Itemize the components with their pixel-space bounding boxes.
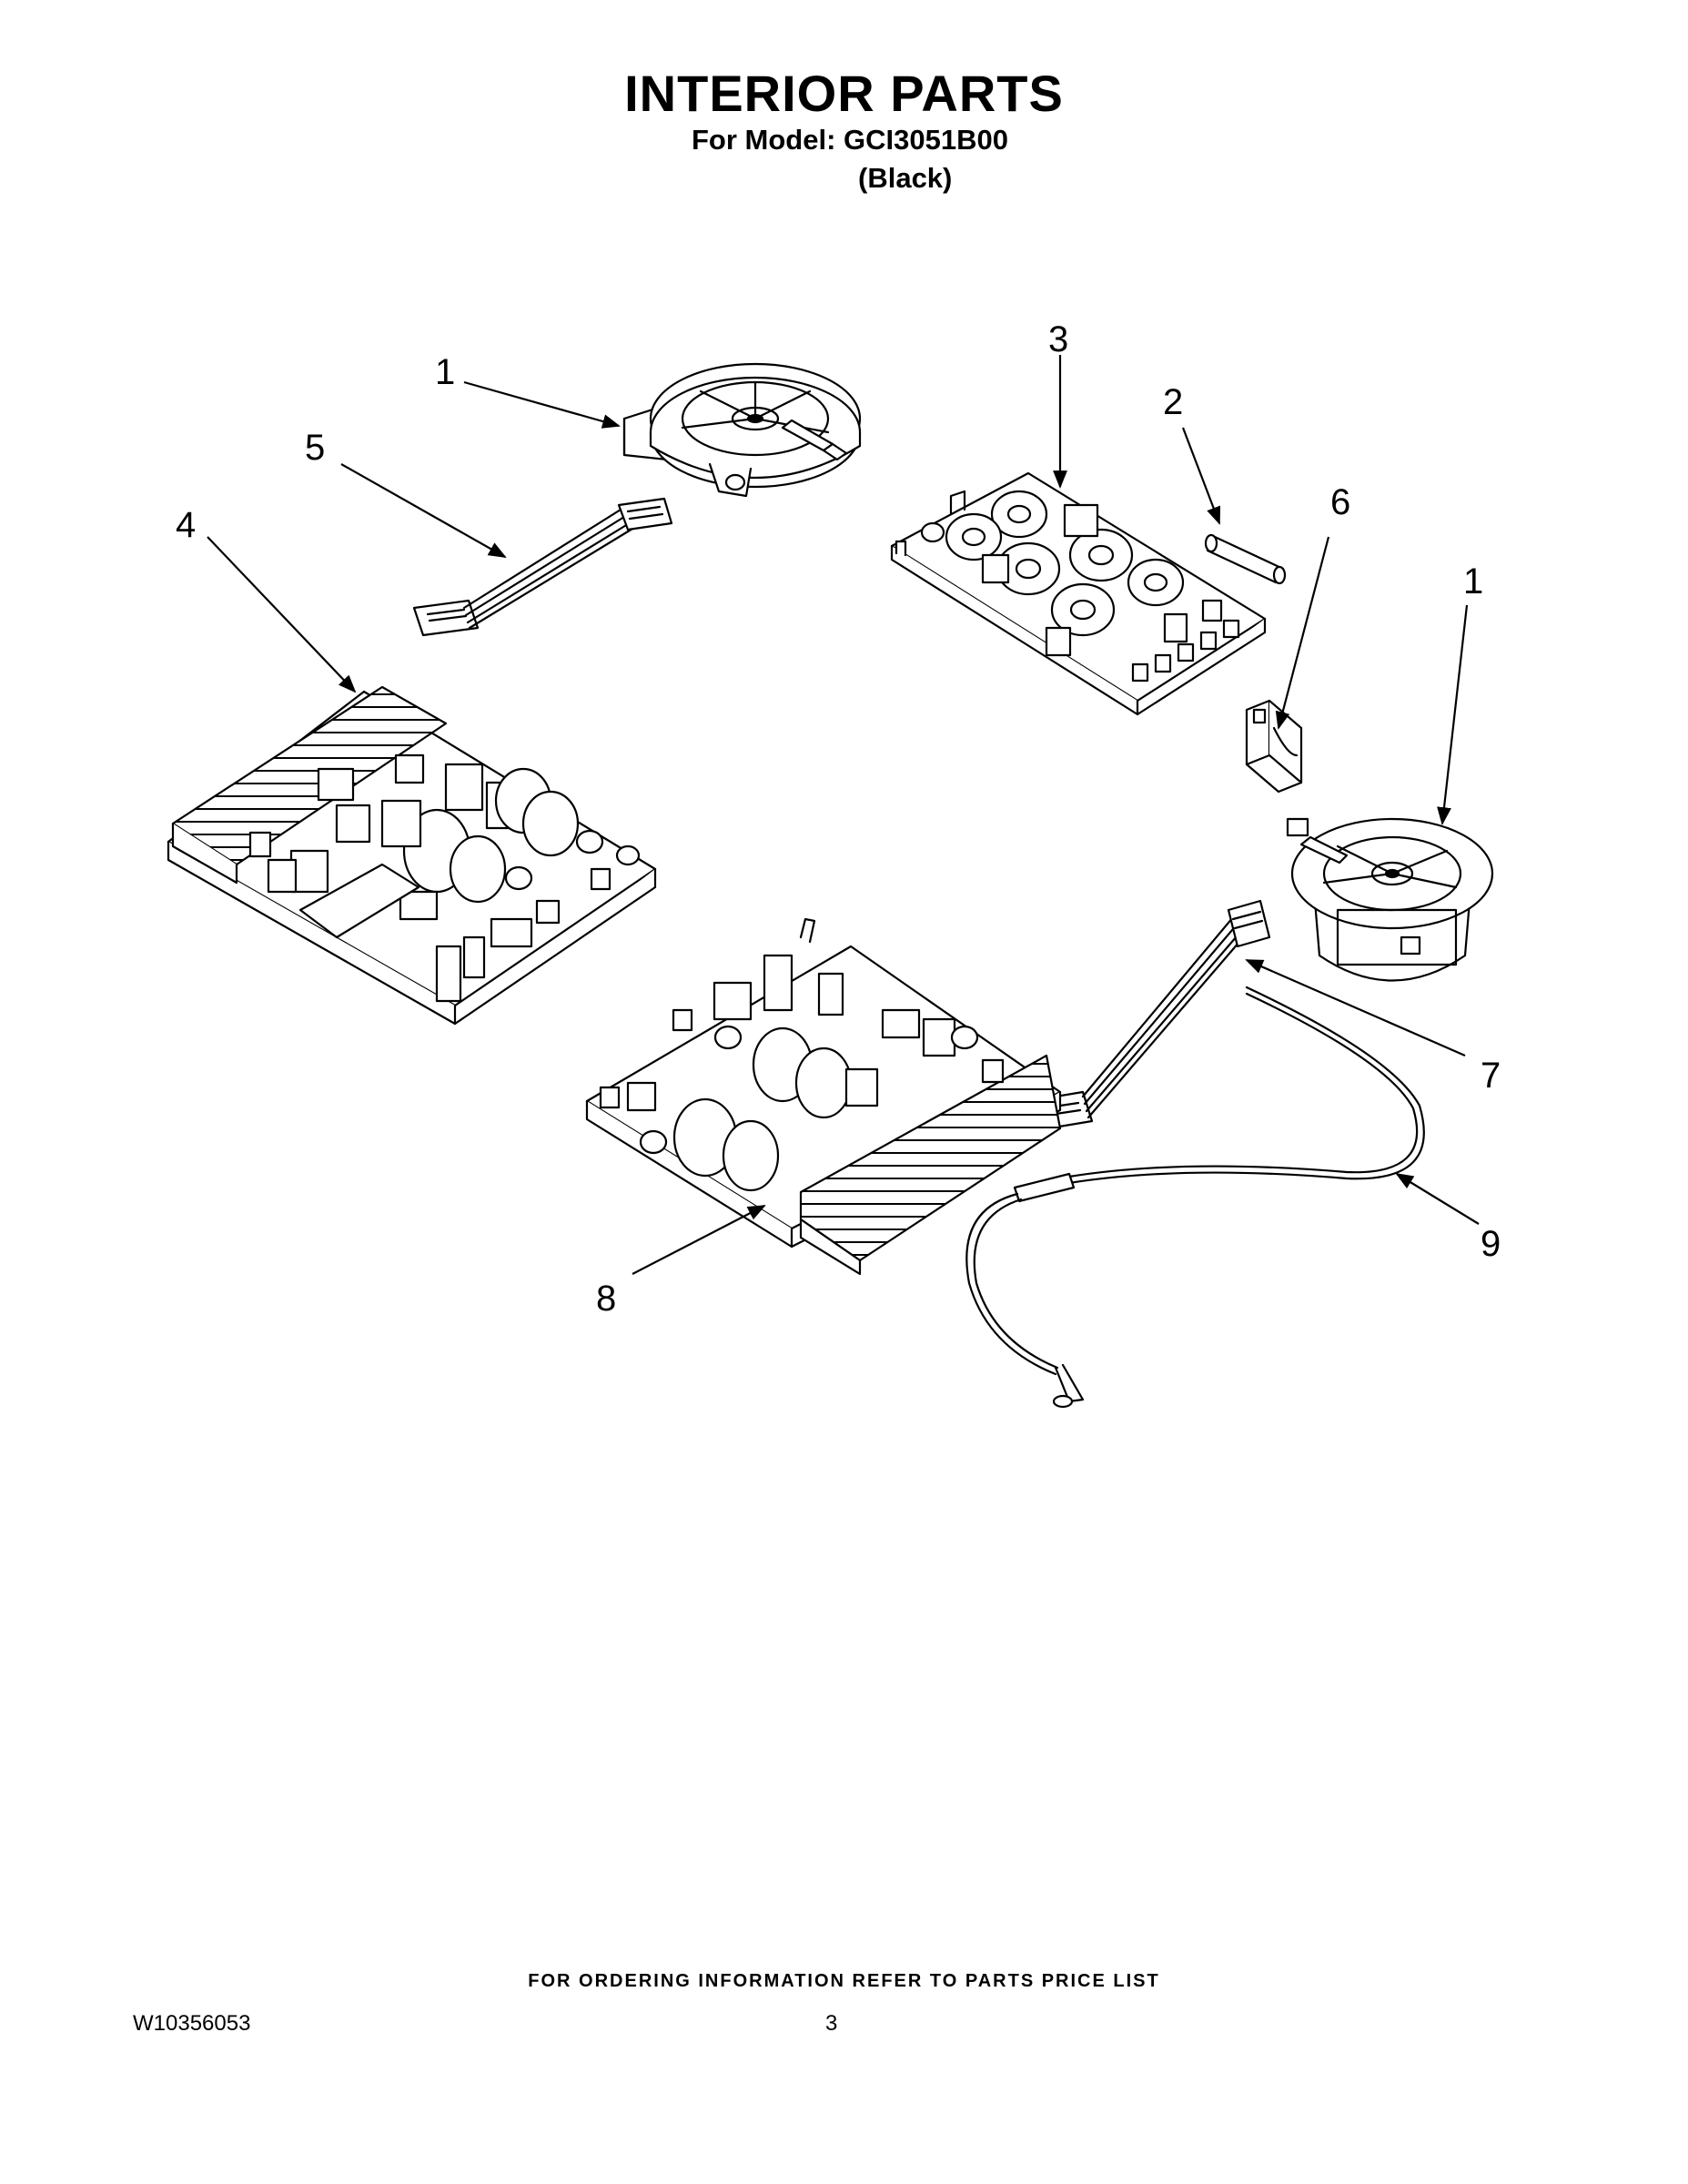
page-title: INTERIOR PARTS — [624, 65, 1064, 122]
power-board-lower — [585, 917, 1062, 1276]
model-color: (Black) — [858, 162, 953, 194]
fan-blower-right — [1286, 817, 1494, 982]
temperature-sensor — [965, 986, 1425, 1409]
document-number: W10356053 — [133, 2011, 251, 2036]
fan-blower-top — [622, 362, 862, 498]
page-number: 3 — [825, 2011, 838, 2036]
mounting-clip — [1245, 699, 1303, 794]
wire-harness-lower — [1026, 899, 1271, 1132]
model-line: For Model: GCI3051B00 — [692, 124, 1008, 156]
fuse — [1204, 533, 1287, 585]
callout-5: 5 — [305, 428, 325, 468]
callout-1-right: 1 — [1463, 561, 1483, 602]
callout-7: 7 — [1481, 1056, 1501, 1096]
callout-6: 6 — [1330, 482, 1350, 522]
callout-3: 3 — [1048, 319, 1068, 359]
callout-2: 2 — [1163, 382, 1183, 422]
callout-9: 9 — [1481, 1224, 1501, 1264]
filter-board — [890, 471, 1267, 716]
callout-1-top: 1 — [435, 352, 455, 392]
main-control-board-left — [167, 685, 657, 1026]
callout-4: 4 — [176, 505, 196, 545]
callout-8: 8 — [596, 1279, 616, 1319]
wire-harness-upper — [412, 497, 673, 637]
ordering-info: FOR ORDERING INFORMATION REFER TO PARTS … — [528, 1971, 1160, 1991]
